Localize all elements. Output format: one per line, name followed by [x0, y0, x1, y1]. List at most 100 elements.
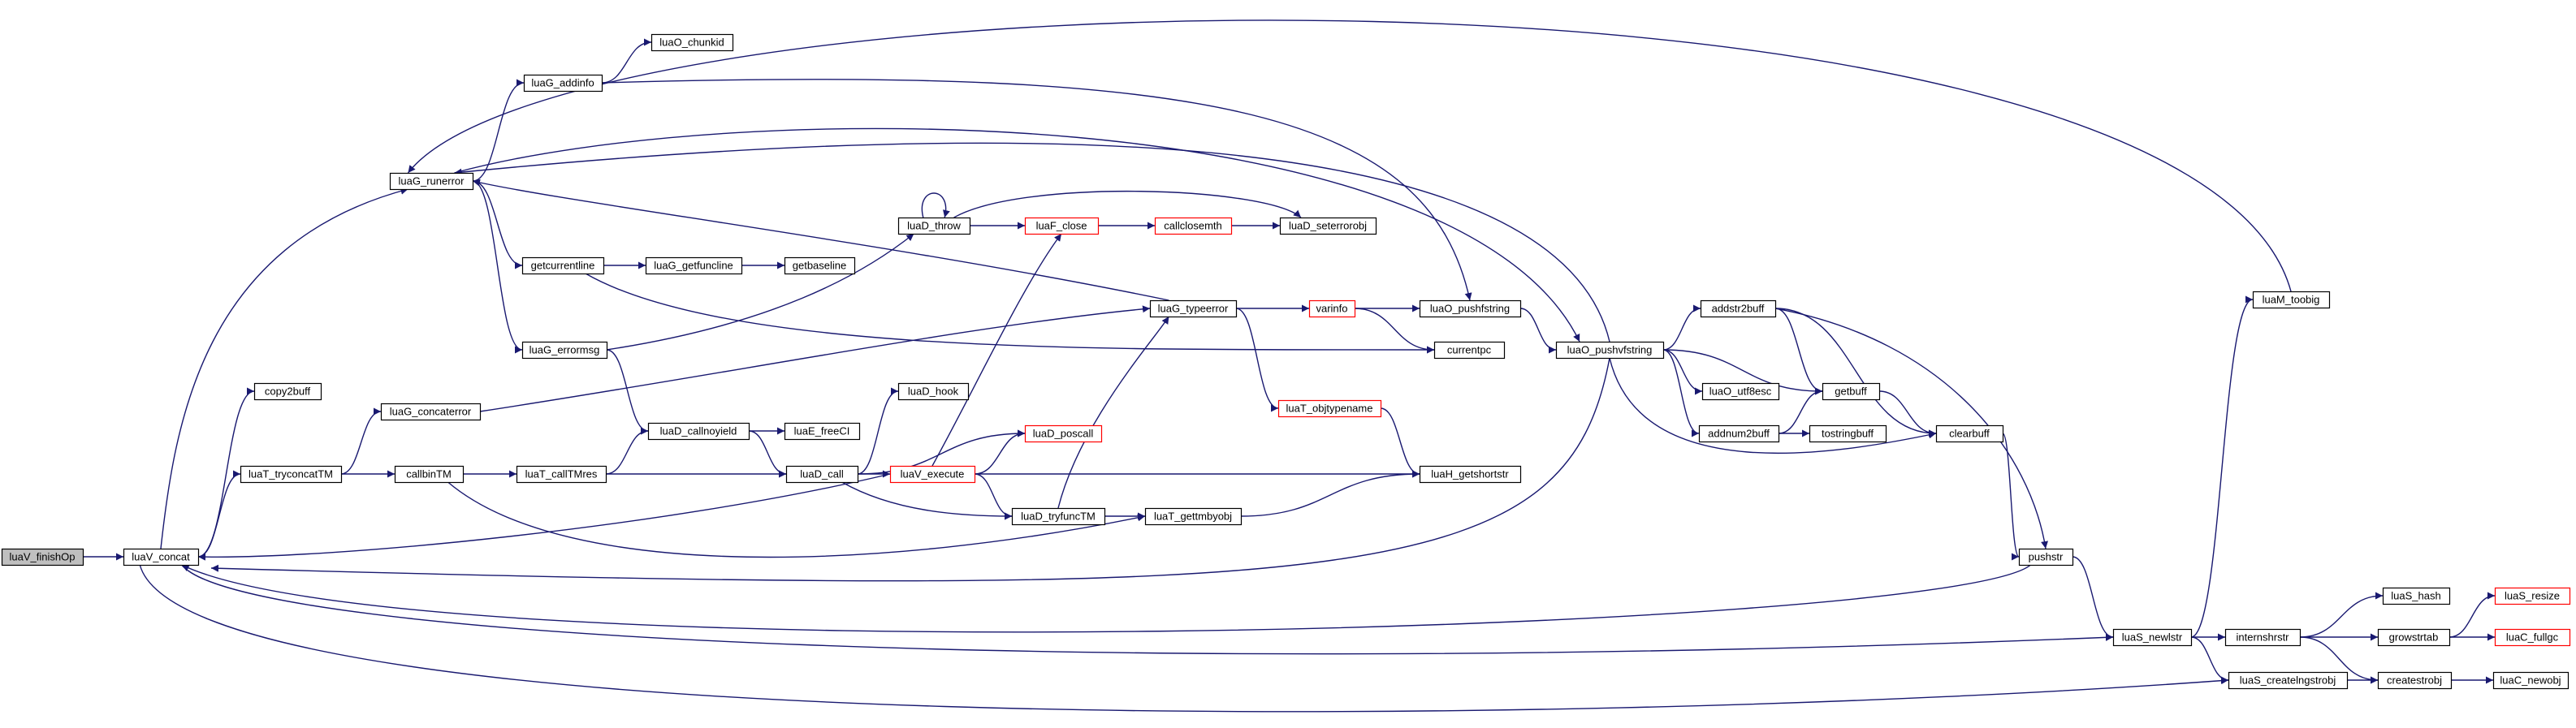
edge-luaD_callnoyield-to-luaD_call [748, 430, 787, 478]
node-luaT_callTMres[interactable]: luaT_callTMres [516, 465, 607, 484]
node-luaS_hash[interactable]: luaS_hash [2382, 587, 2451, 605]
node-label: luaV_concat [132, 551, 190, 563]
node-luaG_runerror[interactable]: luaG_runerror [389, 172, 474, 191]
node-luaG_addinfo[interactable]: luaG_addinfo [523, 74, 603, 93]
node-label: luaV_execute [901, 468, 965, 480]
node-luaE_freeCI[interactable]: luaE_freeCI [784, 422, 861, 441]
edge-luaO_pushvfstring-to-clearbuff [1609, 357, 1937, 454]
node-addstr2buff[interactable]: addstr2buff [1700, 299, 1777, 318]
node-luaV_finishOp[interactable]: luaV_finishOp [1, 548, 84, 566]
edge-luaO_pushfstring-to-luaO_pushvfstring [1519, 308, 1557, 354]
node-luaO_chunkid[interactable]: luaO_chunkid [650, 33, 734, 52]
node-addnum2buff[interactable]: addnum2buff [1698, 424, 1780, 443]
node-label: luaO_pushvfstring [1567, 344, 1653, 356]
node-label: luaT_tryconcatTM [249, 468, 333, 480]
node-box [1, 548, 84, 566]
node-box [2018, 548, 2074, 566]
edge-luaV_execute-to-luaD_poscall [974, 429, 1026, 475]
node-luaT_gettmbyobj[interactable]: luaT_gettmbyobj [1144, 507, 1243, 526]
node-box [2377, 671, 2453, 690]
node-label: addnum2buff [1708, 428, 1770, 440]
node-luaD_throw[interactable]: luaD_throw [897, 217, 971, 235]
node-pushstr[interactable]: pushstr [2018, 548, 2074, 566]
edge-luaT_objtypename-to-luaH_getshortstr [1380, 407, 1420, 478]
node-box [1555, 341, 1665, 360]
edge-addstr2buff-to-getbuff [1774, 308, 1823, 395]
node-callbinTM[interactable]: callbinTM [394, 465, 465, 484]
node-label: luaD_seterrorobj [1289, 220, 1367, 232]
edge-getbuff-to-clearbuff [1878, 390, 1937, 437]
edge-luaO_pushvfstring-to-luaV_concat [210, 357, 1610, 582]
node-luaG_typeerror[interactable]: luaG_typeerror [1149, 299, 1238, 318]
node-luaD_call[interactable]: luaD_call [785, 465, 859, 484]
node-luaD_poscall[interactable]: luaD_poscall [1024, 424, 1103, 443]
node-luaM_toobig[interactable]: luaM_toobig [2252, 291, 2331, 309]
node-currentpc[interactable]: currentpc [1433, 341, 1506, 360]
edge-getcurrentline-to-currentpc [585, 273, 1435, 354]
node-luaD_tryfuncTM[interactable]: luaD_tryfuncTM [1011, 507, 1106, 526]
node-box [647, 422, 750, 441]
node-luaV_execute[interactable]: luaV_execute [889, 465, 976, 484]
node-luaS_createlngstrobj[interactable]: luaS_createlngstrobj [2228, 671, 2349, 690]
edge-luaV_concat-to-luaG_runerror [160, 187, 408, 549]
node-luaO_utf8esc[interactable]: luaO_utf8esc [1701, 382, 1780, 401]
node-luaH_getshortstr[interactable]: luaH_getshortstr [1419, 465, 1522, 484]
edge-luaT_tryconcatTM-to-luaG_concaterror [340, 407, 382, 475]
node-getbaseline[interactable]: getbaseline [784, 256, 856, 275]
node-luaC_newobj[interactable]: luaC_newobj [2492, 671, 2570, 690]
node-label: callbinTM [406, 468, 452, 480]
node-luaV_concat[interactable]: luaV_concat [123, 548, 200, 566]
node-label: luaG_getfuncline [654, 260, 733, 272]
node-label: luaO_pushfstring [1430, 303, 1510, 315]
node-luaF_close[interactable]: luaF_close [1024, 217, 1100, 235]
node-tostringbuff[interactable]: tostringbuff [1809, 424, 1887, 443]
node-label: luaO_chunkid [659, 37, 724, 49]
node-luaC_fullgc[interactable]: luaC_fullgc [2494, 628, 2571, 647]
node-box [1822, 382, 1881, 401]
node-luaT_tryconcatTM[interactable]: luaT_tryconcatTM [240, 465, 343, 484]
edge-callbinTM-to-luaT_gettmbyobj [447, 481, 1146, 558]
node-varinfo[interactable]: varinfo [1308, 299, 1356, 318]
node-clearbuff[interactable]: clearbuff [1935, 424, 2004, 443]
node-label: luaC_newobj [2500, 674, 2561, 687]
edge-luaD_call-to-luaD_poscall [857, 429, 1026, 475]
edge-luaT_gettmbyobj-to-luaH_getshortstr [1240, 470, 1420, 517]
node-label: luaD_call [800, 468, 844, 480]
node-luaS_resize[interactable]: luaS_resize [2494, 587, 2571, 605]
node-luaO_pushvfstring[interactable]: luaO_pushvfstring [1555, 341, 1665, 360]
edge-luaS_newlstr-to-luaM_toobig [2190, 295, 2254, 638]
edge-luaG_runerror-to-luaO_pushvfstring [454, 127, 1580, 342]
node-box [253, 382, 322, 401]
node-internshrstr[interactable]: internshrstr [2224, 628, 2302, 647]
node-luaT_objtypename[interactable]: luaT_objtypename [1277, 399, 1382, 418]
node-label: luaG_errormsg [529, 344, 600, 356]
node-getbuff[interactable]: getbuff [1822, 382, 1881, 401]
node-label: luaD_callnoyield [660, 425, 737, 437]
node-box [394, 465, 465, 484]
node-callclosemth[interactable]: callclosemth [1154, 217, 1233, 235]
node-box [645, 256, 743, 275]
node-label: callclosemth [1164, 220, 1222, 232]
node-luaD_hook[interactable]: luaD_hook [897, 382, 970, 401]
edge-luaO_pushvfstring-to-luaO_utf8esc [1662, 349, 1703, 395]
edge-clearbuff-to-pushstr [2002, 433, 2020, 561]
node-luaG_concaterror[interactable]: luaG_concaterror [380, 403, 482, 421]
node-growstrtab[interactable]: growstrtab [2377, 628, 2451, 647]
node-box [897, 382, 970, 401]
node-luaO_pushfstring[interactable]: luaO_pushfstring [1419, 299, 1522, 318]
node-luaD_callnoyield[interactable]: luaD_callnoyield [647, 422, 750, 441]
node-box [784, 256, 856, 275]
node-luaG_errormsg[interactable]: luaG_errormsg [521, 341, 608, 360]
node-getcurrentline[interactable]: getcurrentline [521, 256, 605, 275]
node-luaS_newlstr[interactable]: luaS_newlstr [2112, 628, 2193, 647]
node-box [380, 403, 482, 421]
node-luaD_seterrorobj[interactable]: luaD_seterrorobj [1279, 217, 1377, 235]
node-box [2224, 628, 2302, 647]
node-createstrobj[interactable]: createstrobj [2377, 671, 2453, 690]
node-luaG_getfuncline[interactable]: luaG_getfuncline [645, 256, 743, 275]
node-label: getbaseline [793, 260, 847, 272]
node-box [2228, 671, 2349, 690]
node-box [240, 465, 343, 484]
node-copy2buff[interactable]: copy2buff [253, 382, 322, 401]
node-label: luaO_utf8esc [1709, 386, 1772, 398]
